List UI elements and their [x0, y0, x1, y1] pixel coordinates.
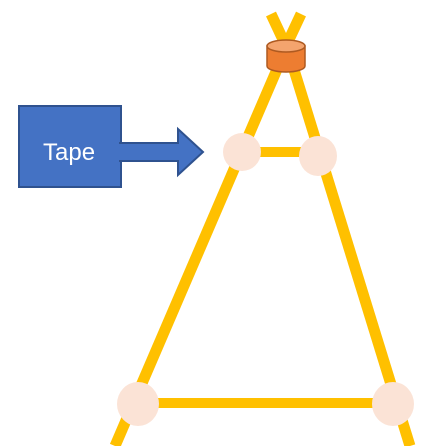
- tape-joint-top-right: [299, 136, 337, 176]
- callout-arrow: [119, 126, 205, 178]
- tape-callout: Tape: [18, 105, 205, 188]
- stick-left-leg: [109, 57, 287, 446]
- tape-joint-bottom-left: [117, 382, 159, 426]
- callout-label: Tape: [43, 139, 95, 166]
- apex-cap: [266, 39, 306, 73]
- tape-joint-top-left: [223, 133, 261, 171]
- tape-joint-bottom-right: [372, 382, 414, 426]
- callout-box: [18, 105, 122, 188]
- stick-right-leg: [285, 58, 416, 446]
